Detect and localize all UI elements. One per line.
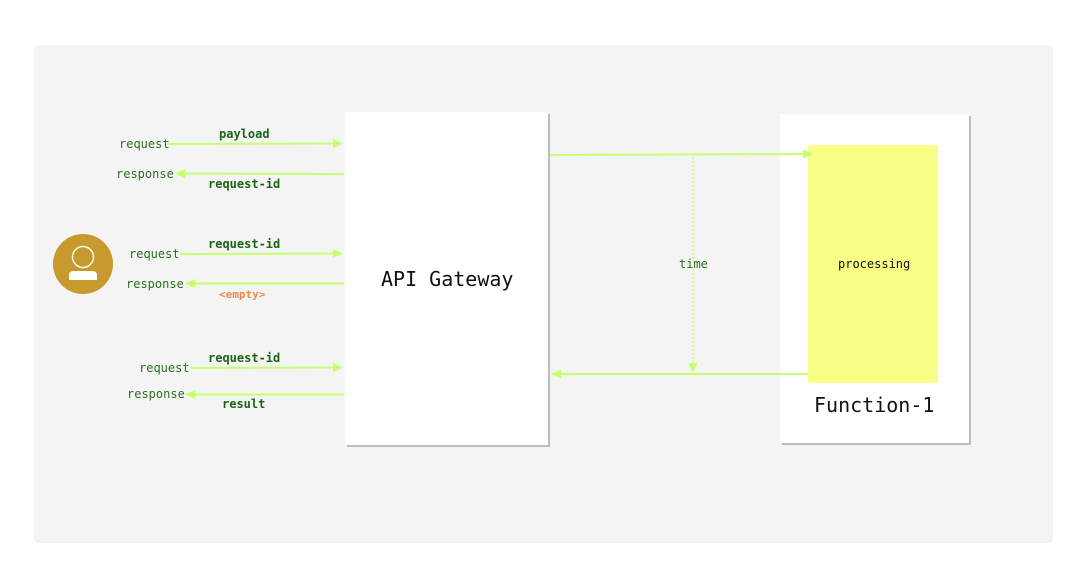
user-avatar-icon	[53, 234, 113, 294]
flow-1-request-label: request	[119, 137, 170, 151]
flow-3-request-label: request	[139, 361, 190, 375]
request-arrow-2	[179, 249, 343, 259]
user-icon	[69, 245, 97, 280]
api-gateway-box	[345, 112, 548, 445]
function-title: Function-1	[814, 393, 935, 417]
flow-2-request-label: request	[129, 247, 180, 261]
flow-1-response-label: response	[116, 167, 174, 181]
time-label: time	[679, 257, 708, 271]
flow-1-request-payload: payload	[219, 127, 270, 141]
processing-block	[808, 145, 938, 383]
flow-1-response-payload: request-id	[208, 177, 281, 191]
flow-3-response-label: response	[127, 387, 185, 401]
api-gateway-title: API Gateway	[381, 267, 514, 291]
flow-3-request-payload: request-id	[208, 351, 281, 365]
request-arrow-1	[167, 139, 343, 149]
request-arrow-3	[189, 363, 343, 373]
flow-2-response-payload: <empty>	[219, 288, 266, 301]
flow-3-response-payload: result	[222, 397, 266, 411]
flow-2-request-payload: request-id	[208, 237, 281, 251]
processing-label: processing	[838, 257, 911, 271]
response-arrow-1	[175, 169, 345, 179]
invoke-arrow	[549, 149, 813, 159]
flow-2-response-label: response	[126, 277, 184, 291]
